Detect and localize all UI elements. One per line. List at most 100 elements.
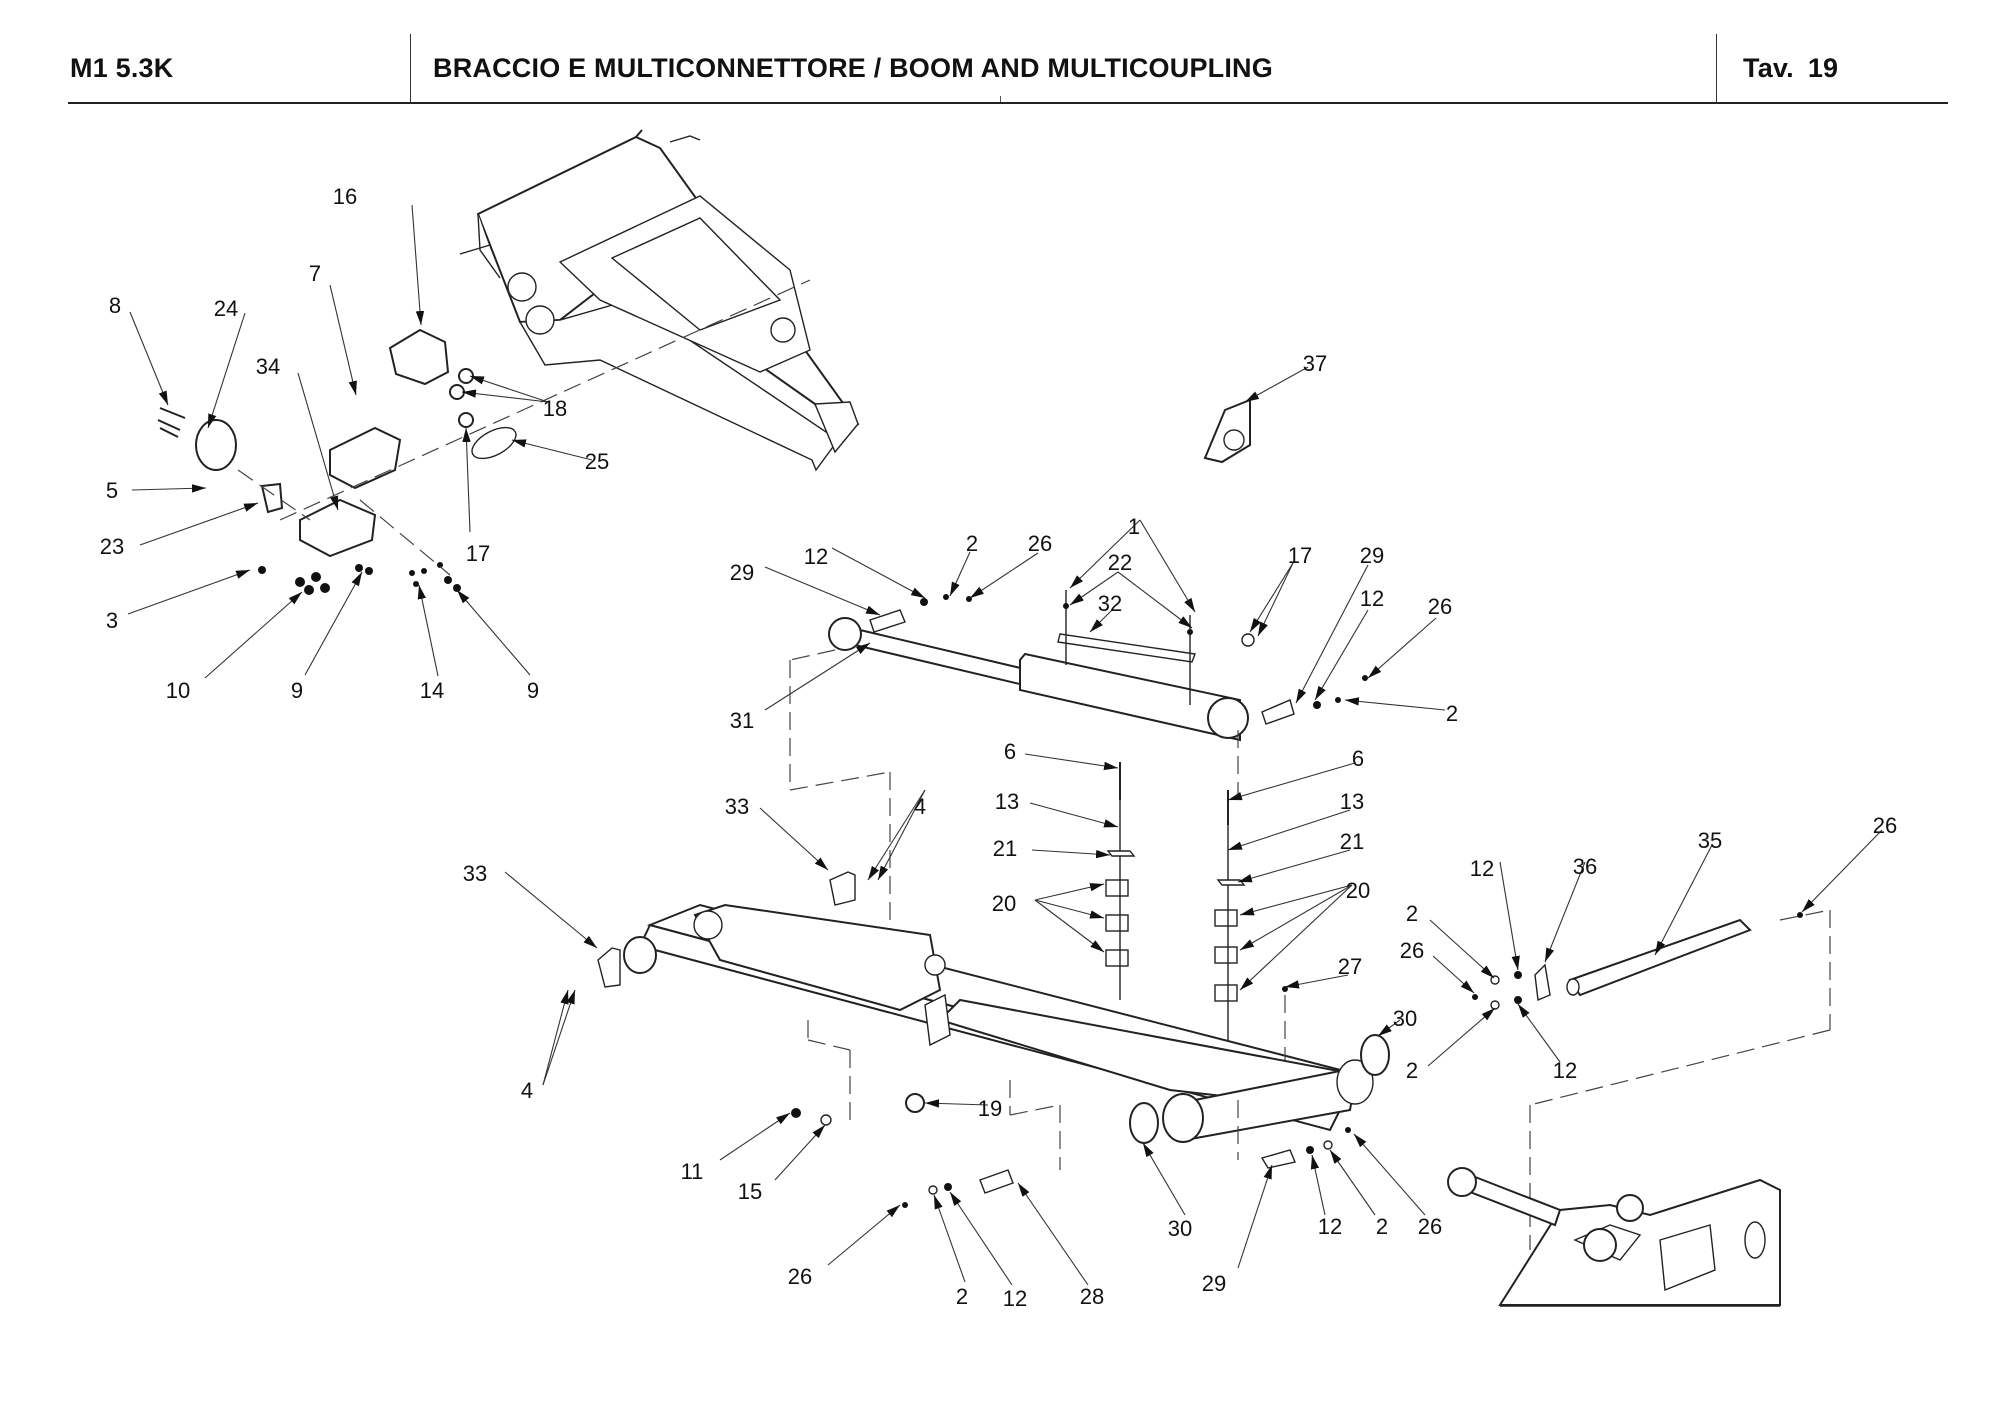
callout-10: 10: [166, 591, 303, 703]
callout-14: 14: [417, 584, 444, 703]
leader-line: [774, 1124, 826, 1181]
leader-line: [949, 551, 971, 597]
callout-26: 26: [788, 1204, 901, 1289]
leader-line: [827, 1204, 901, 1266]
callout-label: 11: [681, 1159, 704, 1184]
leader-line: [1427, 1007, 1496, 1067]
callout-17: 17: [462, 427, 490, 566]
callout-label: 30: [1168, 1216, 1192, 1241]
leader-line: [924, 1099, 989, 1108]
leader-line: [1239, 884, 1353, 916]
leader-line: [1069, 571, 1119, 606]
callout-26: 26: [1801, 813, 1897, 913]
plate-34: [299, 498, 377, 558]
callout-2: 2: [1329, 1149, 1388, 1239]
callout-13: 13: [1227, 789, 1364, 851]
callout-label: 10: [166, 678, 190, 703]
callout-35: 35: [1654, 828, 1722, 956]
table-number-value: 19: [1807, 52, 1839, 83]
callout-label: 32: [1098, 591, 1122, 616]
callout-4: 4: [521, 989, 576, 1103]
motor-24: [195, 419, 237, 471]
callout-label: 2: [1406, 1058, 1418, 1083]
callout-28: 28: [1017, 1182, 1104, 1309]
leader-line: [1031, 849, 1111, 859]
callout-37: 37: [1244, 351, 1327, 403]
callout-label: 26: [1428, 594, 1452, 619]
leader-line: [1069, 519, 1141, 589]
leader-line: [1089, 609, 1113, 633]
callout-label: 17: [1288, 543, 1312, 568]
callout-label: 29: [730, 560, 754, 585]
callout-8: 8: [109, 293, 169, 406]
callout-label: 30: [1393, 1006, 1417, 1031]
callout-label: 2: [966, 531, 978, 556]
callout-30: 30: [1377, 1006, 1417, 1037]
leader-line: [204, 591, 303, 679]
callout-label: 21: [993, 836, 1017, 861]
leader-line: [542, 989, 576, 1086]
callout-label: 3: [106, 608, 118, 633]
callout-label: 17: [466, 541, 490, 566]
callout-30: 30: [1142, 1142, 1192, 1241]
callout-13: 13: [995, 789, 1119, 828]
leader-line: [764, 642, 871, 711]
leader-line: [831, 547, 926, 599]
leader-line: [1034, 899, 1105, 919]
leader-line: [1239, 884, 1353, 991]
callout-6: 6: [1227, 746, 1364, 801]
leader-line: [1499, 861, 1520, 971]
callout-label: 4: [521, 1078, 533, 1103]
leader-line: [304, 571, 363, 676]
leader-line: [1367, 617, 1437, 679]
callout-12: 12: [1470, 856, 1520, 971]
callout-label: 33: [725, 794, 749, 819]
model-code: M1 5.3K: [70, 52, 174, 83]
leader-line: [1017, 1182, 1089, 1286]
leader-line: [1117, 571, 1193, 629]
callout-36: 36: [1544, 854, 1597, 963]
leader-line: [1517, 1003, 1561, 1063]
leader-line: [129, 311, 169, 406]
leader-line: [329, 284, 357, 396]
leader-line: [1801, 829, 1883, 913]
callout-label: 9: [291, 678, 303, 703]
leader-line: [504, 871, 598, 949]
callout-label: 16: [333, 184, 357, 209]
leader-line: [461, 389, 549, 403]
leader-line: [462, 427, 471, 533]
callout-label: 18: [543, 396, 567, 421]
callout-label: 2: [1376, 1214, 1388, 1239]
callout-25: 25: [511, 439, 609, 474]
callout-label: 26: [1400, 938, 1424, 963]
leader-line: [1139, 519, 1196, 613]
callout-24: 24: [207, 296, 246, 429]
leader-line: [1227, 762, 1356, 801]
callout-label: 28: [1080, 1284, 1104, 1309]
main-boom-frame: [597, 762, 1390, 1208]
callout-label: 9: [527, 678, 539, 703]
fitting-18b: [449, 384, 465, 400]
callout-12: 12: [949, 1191, 1027, 1311]
callout-label: 6: [1352, 746, 1364, 771]
callout-label: 4: [914, 794, 926, 819]
callout-23: 23: [100, 502, 259, 559]
callout-2: 2: [933, 1194, 968, 1309]
callout-label: 27: [1338, 954, 1362, 979]
callout-label: 24: [214, 296, 238, 321]
leader-line: [969, 552, 1039, 599]
bracket-7: [329, 426, 402, 490]
callout-29: 29: [730, 560, 881, 616]
callout-label: 2: [1406, 901, 1418, 926]
callout-4: 4: [867, 789, 926, 881]
callout-12: 12: [1314, 586, 1384, 701]
sensor-23: [260, 482, 284, 514]
callout-label: 29: [1360, 543, 1384, 568]
leader-line: [1239, 884, 1353, 951]
shaft-35: [1568, 918, 1752, 997]
leader-line: [1329, 1149, 1376, 1216]
callout-21: 21: [993, 836, 1111, 861]
leader-line: [933, 1194, 966, 1283]
title-block: M1 5.3K BRACCIO E MULTICONNETTORE / BOOM…: [68, 34, 1948, 104]
